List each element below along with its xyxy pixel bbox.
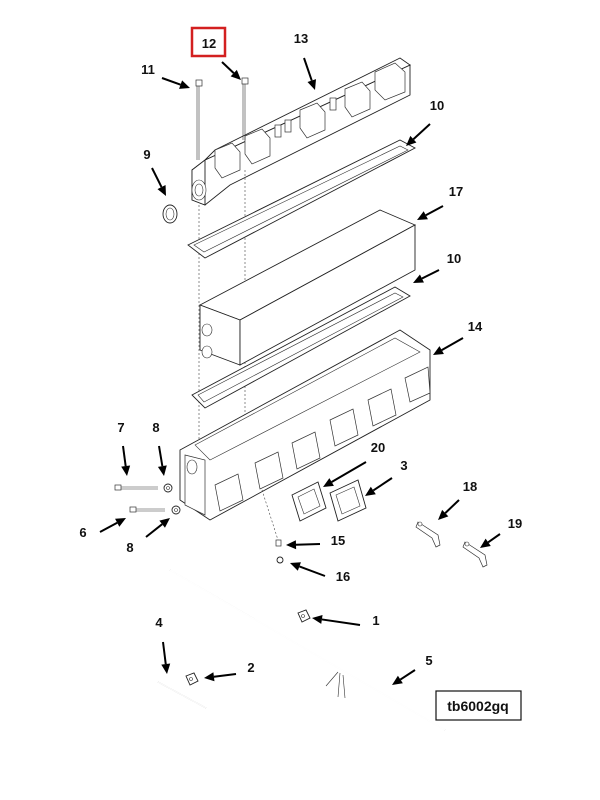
callout-5: 5 [425,653,432,668]
arrow-15-head [290,562,301,571]
arrow-14-head [433,346,444,355]
callout-18: 18 [463,479,477,494]
arrow-2-head [204,672,215,682]
arrow-3-head [365,486,376,496]
callout-10-lower: 10 [447,251,461,266]
part-9-seal-ring [162,204,178,224]
callout-3: 3 [400,458,407,473]
arrow-17-head [417,211,428,220]
callout-2: 2 [247,660,254,675]
arrow-12-head [230,69,241,80]
part-17-core [198,209,417,366]
part-7-stud [114,484,158,491]
arrow-16-head [286,540,297,550]
part-15-plug [276,556,284,564]
part-3-flange-plate [329,479,367,522]
part-11-bolt [195,79,203,460]
arrow-7-line [122,445,127,467]
part-14-housing [179,329,431,521]
arrow-8-upper-head [157,465,167,476]
callout-13: 13 [294,31,308,46]
callout-8-upper: 8 [152,420,159,435]
callout-16: 15 [331,533,345,548]
callout-11: 11 [141,62,155,77]
arrow-10-upper-head [406,135,417,146]
leader-arrows [99,57,501,685]
arrow-16-line [295,543,321,546]
part-20-flange-gasket [291,481,327,522]
arrow-6-line [99,521,118,533]
part-8-nut-lower [171,505,181,515]
callout-20: 20 [371,440,385,455]
part-5-tube [169,569,446,731]
arrow-18-head [438,509,449,520]
arrow-12-line [221,61,235,74]
arrow-9-line [151,167,163,188]
callout-9: 9 [143,147,150,162]
arrow-2-line [213,673,237,678]
arrow-8-lower-line [145,523,163,538]
arrow-1-line [321,618,361,626]
callout-8-lower: 8 [126,540,133,555]
arrow-9-head [157,185,166,196]
part-12-bolt [241,77,249,440]
arrow-8-upper-line [158,445,164,467]
part-10-gasket-upper [187,139,416,259]
arrow-13-head [307,79,317,90]
arrow-19-head [480,538,491,548]
callout-labels: 12 11 13 10 9 17 10 14 7 8 20 3 18 19 6 … [79,26,522,675]
part-16-fitting [261,489,282,547]
arrow-10-lower-line [421,269,440,280]
arrow-7-head [121,465,131,476]
reference-code: tb6002gq [447,698,508,714]
arrow-19-line [487,533,501,544]
arrow-13-line [303,57,313,81]
arrow-4-line [162,641,167,665]
arrow-15-line [299,565,326,577]
callout-14: 14 [468,319,483,334]
callout-10-upper: 10 [430,98,444,113]
arrow-1-head [312,614,323,624]
arrow-3-line [372,477,393,492]
callout-19: 19 [508,516,522,531]
arrow-6-head [115,518,126,527]
callout-12-highlight-box [190,26,227,58]
part-4-bolt [157,681,207,709]
arrow-5-head [392,675,403,685]
arrow-10-lower-head [413,274,424,283]
arrow-4-head [161,663,171,674]
part-8-nut-upper [163,483,173,493]
callout-7: 7 [117,420,124,435]
callout-6: 6 [79,525,86,540]
reference-code-box: tb6002gq [435,690,522,721]
callout-12: 12 [202,36,216,51]
part-1-clip [297,609,311,623]
callout-17: 17 [449,184,463,199]
arrow-5-line [399,669,416,681]
arrow-14-line [441,337,464,351]
callout-15: 16 [336,569,350,584]
arrow-11-head [179,80,190,89]
callout-4: 4 [155,615,163,630]
arrow-8-lower-head [159,518,170,528]
part-18-clamp [415,521,441,548]
arrow-20-line [331,461,367,483]
part-2-clip [185,672,199,686]
part-10-gasket-lower [191,286,411,409]
callout-1: 1 [372,613,379,628]
arrow-11-line [161,77,181,86]
arrow-18-line [444,499,460,514]
part-13-top-cover [191,57,411,206]
part-19-clamp [462,541,488,568]
arrow-10-upper-line [412,123,431,140]
part-6-stud [129,506,165,513]
arrow-17-line [425,205,444,217]
arrow-20-head [323,478,334,487]
